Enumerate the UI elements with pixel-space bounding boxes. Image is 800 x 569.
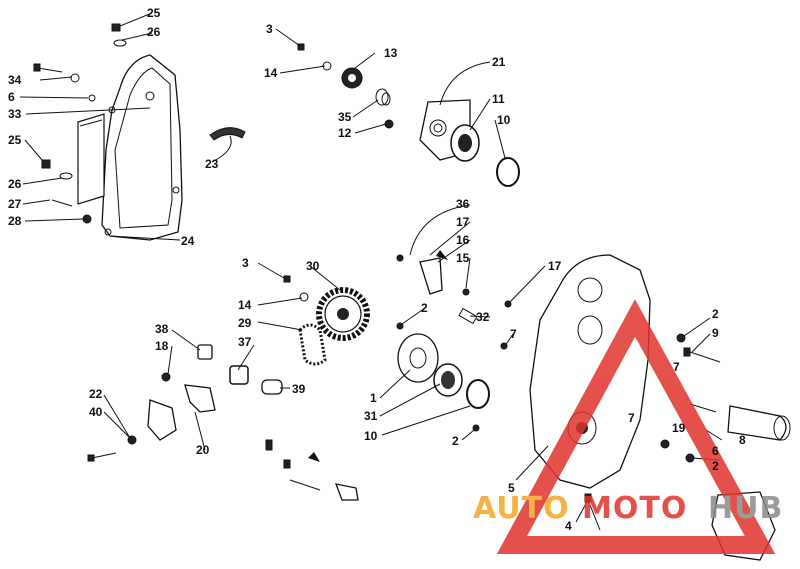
part-label-16: 16 [456,233,470,247]
part-label-7: 7 [673,360,680,374]
leader-lines [19,12,723,523]
small-bracket-23 [209,127,246,141]
part-label-2: 2 [712,307,719,321]
flange-1 [397,333,439,383]
automotohub-watermark: AUTO MOTO HUB [473,299,783,554]
part-label-26: 26 [147,25,161,39]
part-label-25: 25 [147,6,161,20]
part-label-23: 23 [205,157,219,171]
top-left-hardware [33,23,127,224]
part-label-3: 3 [266,22,273,36]
output-shaft-8 [727,405,791,441]
part-label-17: 17 [456,215,470,229]
bearing-31 [433,363,463,397]
part-label-18: 18 [155,339,169,353]
part-label-19: 19 [672,421,686,435]
part-label-29: 29 [238,316,252,330]
part-label-21: 21 [492,55,506,69]
part-label-2: 2 [712,459,719,473]
part-label-24: 24 [181,234,195,248]
tensioner-assembly [87,344,283,462]
part-label-2: 2 [421,301,428,315]
top-sprocket-13 [341,67,363,89]
part-label-33: 33 [8,107,22,121]
bearing-11 [450,124,480,162]
part-label-5: 5 [508,481,515,495]
part-label-17: 17 [548,259,562,273]
part-label-10: 10 [497,113,511,127]
part-label-7: 7 [628,411,635,425]
part-label-26: 26 [8,177,22,191]
chaincase-cover [101,54,183,241]
part-label-30: 30 [306,259,320,273]
part-label-12: 12 [338,126,352,140]
part-label-8: 8 [739,433,746,447]
part-label-27: 27 [8,197,22,211]
cover-gasket [77,113,105,205]
part-label-34: 34 [8,73,22,87]
part-label-7: 7 [510,327,517,341]
part-label-28: 28 [8,214,22,228]
part-label-38: 38 [155,322,169,336]
part-label-9: 9 [712,326,719,340]
part-label-25: 25 [8,133,22,147]
part-label-35: 35 [338,110,352,124]
o-ring-10-top [496,157,520,187]
part-label-3: 3 [242,256,249,270]
part-label-15: 15 [456,251,470,265]
part-label-11: 11 [492,92,505,106]
part-label-2: 2 [452,434,459,448]
tensioner-arm-16 [396,250,512,432]
part-label-4: 4 [565,519,572,533]
part-label-10: 10 [364,429,378,443]
spacer-35 [375,88,391,106]
watermark-word-3: HUB [708,491,783,526]
part-label-39: 39 [292,382,306,396]
part-label-20: 20 [196,443,210,457]
chain-29 [298,323,327,366]
part-label-6: 6 [8,90,15,104]
part-label-6: 6 [712,444,719,458]
watermark-word-1: AUTO [473,491,570,526]
part-label-13: 13 [384,46,398,60]
part-label-14: 14 [264,66,278,80]
drive-gear-30 [316,287,370,341]
part-label-32: 32 [476,310,490,324]
part-label-22: 22 [89,387,103,401]
lower-tensioner-link [265,439,359,501]
chaincase-housing [529,254,651,489]
part-label-14: 14 [238,298,252,312]
o-ring-10-mid [466,379,490,409]
part-label-1: 1 [370,391,377,405]
part-label-40: 40 [89,405,103,419]
watermark-word-2: MOTO [582,491,687,526]
part-labels: 25 26 34 6 33 25 26 27 28 24 23 3 14 13 … [8,6,746,533]
part-label-37: 37 [238,335,252,349]
part-label-31: 31 [364,409,378,423]
part-label-36: 36 [456,197,470,211]
